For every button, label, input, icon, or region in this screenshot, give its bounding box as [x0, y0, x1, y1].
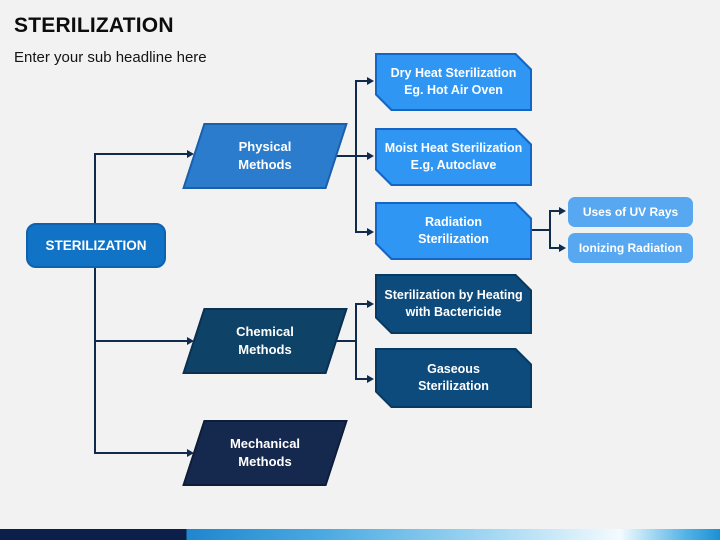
- node-uses-of-uv-rays: Uses of UV Rays: [568, 197, 693, 227]
- connector-to-dry-heat: [355, 80, 368, 82]
- node-mechanical-methods: Mechanical Methods: [182, 420, 348, 486]
- connector-chemical-out: [330, 340, 357, 342]
- gaseous-line1: Gaseous: [427, 362, 480, 377]
- bottom-accent-bar: [0, 529, 720, 540]
- node-chemical-methods: Chemical Methods: [182, 308, 348, 374]
- connector-radiation-out: [531, 229, 551, 231]
- physical-label-line1: Physical: [238, 139, 292, 155]
- connector-spine: [94, 153, 96, 454]
- arrowhead-physical: [187, 150, 194, 158]
- slide-title: STERILIZATION: [14, 14, 174, 37]
- node-radiation: Radiation Sterilization: [375, 202, 532, 260]
- connector-branch-chemical: [94, 340, 187, 342]
- node-moist-heat: Moist Heat Sterilization E.g, Autoclave: [375, 128, 532, 186]
- gaseous-label: Gaseous Sterilization: [377, 350, 530, 406]
- dry-heat-line1: Dry Heat Sterilization: [390, 66, 517, 81]
- connector-chemical-rail: [355, 303, 357, 380]
- chemical-methods-label: Chemical Methods: [182, 308, 348, 374]
- mechanical-methods-label: Mechanical Methods: [182, 420, 348, 486]
- node-bactericide: Sterilization by Heating with Bactericid…: [375, 274, 532, 334]
- arrowhead-uv: [559, 207, 566, 215]
- node-physical-methods: Physical Methods: [182, 123, 348, 189]
- node-sterilization-root-label: STERILIZATION: [45, 238, 147, 253]
- arrowhead-dry-heat: [367, 77, 374, 85]
- arrowhead-chemical: [187, 337, 194, 345]
- radiation-line2: Sterilization: [418, 232, 489, 246]
- mechanical-label-line2: Methods: [238, 454, 292, 469]
- radiation-label: Radiation Sterilization: [377, 204, 530, 258]
- dry-heat-line2: Eg. Hot Air Oven: [404, 83, 503, 97]
- dry-heat-label: Dry Heat Sterilization Eg. Hot Air Oven: [377, 55, 530, 109]
- connector-to-bactericide: [355, 303, 368, 305]
- mechanical-label-line1: Mechanical: [229, 436, 301, 452]
- chemical-label-line1: Chemical: [236, 324, 294, 340]
- connector-branch-physical: [94, 153, 187, 155]
- node-sterilization-root: STERILIZATION: [26, 223, 166, 268]
- arrowhead-moist-heat: [367, 152, 374, 160]
- physical-methods-label: Physical Methods: [182, 123, 348, 189]
- radiation-line1: Radiation: [425, 215, 482, 230]
- connector-radiation-rail: [549, 210, 551, 249]
- node-ionizing-radiation: Ionizing Radiation: [568, 233, 693, 263]
- ionizing-label: Ionizing Radiation: [578, 241, 683, 255]
- node-dry-heat: Dry Heat Sterilization Eg. Hot Air Oven: [375, 53, 532, 111]
- slide-subtitle: Enter your sub headline here: [14, 49, 207, 66]
- arrowhead-ionizing: [559, 244, 566, 252]
- arrowhead-radiation: [367, 228, 374, 236]
- uv-label: Uses of UV Rays: [582, 205, 679, 219]
- arrowhead-mechanical: [187, 449, 194, 457]
- arrowhead-gaseous: [367, 375, 374, 383]
- bactericide-line1: Sterilization by Heating: [384, 288, 523, 303]
- moist-heat-label: Moist Heat Sterilization E.g, Autoclave: [377, 130, 530, 184]
- node-gaseous: Gaseous Sterilization: [375, 348, 532, 408]
- arrowhead-bactericide: [367, 300, 374, 308]
- connector-to-uv: [549, 210, 560, 212]
- physical-label-line2: Methods: [238, 157, 292, 172]
- connector-to-ionizing: [549, 247, 560, 249]
- connector-physical-out: [330, 155, 357, 157]
- connector-branch-mechanical: [94, 452, 187, 454]
- connector-to-radiation: [355, 231, 368, 233]
- connector-to-moist-heat: [355, 155, 368, 157]
- bactericide-line2: with Bactericide: [405, 305, 502, 319]
- chemical-label-line2: Methods: [238, 342, 292, 357]
- connector-to-gaseous: [355, 378, 368, 380]
- gaseous-line2: Sterilization: [418, 379, 489, 393]
- moist-heat-line2: E.g, Autoclave: [410, 158, 497, 172]
- moist-heat-line1: Moist Heat Sterilization: [384, 141, 523, 156]
- bactericide-label: Sterilization by Heating with Bactericid…: [377, 276, 530, 332]
